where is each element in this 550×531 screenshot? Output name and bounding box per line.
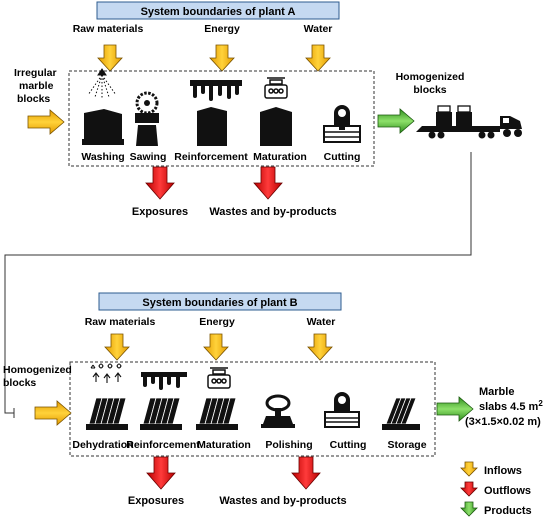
legend-outflows-label: Outflows — [484, 485, 531, 497]
saw-icon — [135, 91, 159, 146]
plant-a-step-cutting: Cutting — [324, 151, 361, 163]
spray-icon — [87, 68, 117, 98]
plant-b-outflow-label-wastes: Wastes and by-products — [219, 495, 346, 507]
plant-a-outflow-label-wastes: Wastes and by-products — [209, 206, 336, 218]
plant-b-outflow-arrow-wastes — [291, 456, 321, 490]
plant-a-output-label-line1: Homogenized — [396, 71, 465, 83]
legend-product-swatch — [460, 501, 478, 517]
reinforcement-slabs-icon — [140, 397, 182, 430]
plant-b-section: System boundaries of plant B Raw materia… — [3, 292, 543, 507]
plant-b-outflow-label-exposures: Exposures — [128, 495, 184, 507]
legend-inflow-swatch — [460, 461, 478, 477]
plant-a-step-sawing: Sawing — [130, 151, 167, 163]
resin-drip-icon — [141, 372, 187, 390]
legend-inflows-label: Inflows — [484, 465, 522, 477]
plant-a-output-label-line2: blocks — [413, 84, 446, 96]
washing-block-icon — [82, 109, 124, 145]
maturation-slabs-icon — [196, 397, 238, 430]
kiln-icon — [264, 77, 288, 99]
plant-b-input-label-line1: Homogenized — [3, 364, 72, 376]
plant-a-title-box — [96, 1, 340, 20]
plant-b-step-storage: Storage — [387, 439, 426, 451]
resin-drip-icon — [190, 80, 242, 101]
plant-a-boundary — [68, 70, 375, 167]
plant-b-output-label-line3: (3×1.5×0.02 m) — [465, 416, 541, 428]
plant-a-outflow-arrow-wastes — [253, 166, 283, 200]
plant-a-outflow-arrow-exposures — [145, 166, 175, 200]
cutting-machine-icon — [323, 105, 361, 143]
plant-b-step-cutting: Cutting — [330, 439, 367, 451]
plant-a-outflow-label-exposures: Exposures — [132, 206, 188, 218]
legend: Inflows Outflows Products — [460, 461, 532, 517]
plant-a-inflow-arrow-energy — [209, 44, 235, 72]
plant-b-step-reinforcement: Reinforcement — [126, 439, 200, 451]
plant-a-inflow-arrow-water — [305, 44, 331, 72]
dehydration-slabs-icon — [86, 397, 128, 430]
plant-b-inflow-label-energy: Energy — [199, 316, 235, 328]
plant-a-inflow-label-raw-materials: Raw materials — [73, 23, 144, 35]
plant-b-inflow-arrow-raw-materials — [104, 333, 130, 361]
plant-a-input-label-line2: marble — [19, 80, 54, 92]
legend-products-label: Products — [484, 505, 532, 517]
plant-b-inflow-label-raw-materials: Raw materials — [85, 316, 156, 328]
connector-a-to-b — [4, 152, 472, 418]
storage-rack-icon — [382, 397, 420, 430]
plant-a-inflow-label-water: Water — [304, 23, 333, 35]
plant-a-input-label-line1: Irregular — [14, 67, 57, 79]
plant-b-title: System boundaries of plant B — [142, 297, 297, 309]
legend-outflow-swatch — [460, 481, 478, 497]
plant-b-step-polishing: Polishing — [265, 439, 312, 451]
plant-b-boundary — [69, 361, 436, 457]
plant-a-inflow-arrow-raw-materials — [97, 44, 123, 72]
plant-b-outflow-arrow-exposures — [146, 456, 176, 490]
maturation-block-icon — [260, 107, 292, 146]
plant-a-output-arrow — [377, 108, 415, 134]
plant-a-section: System boundaries of plant A Raw materia… — [14, 1, 522, 218]
plant-a-inflow-label-energy: Energy — [204, 23, 240, 35]
polishing-machine-icon — [261, 394, 295, 428]
kiln-icon — [207, 367, 231, 389]
plant-b-output-label-line2: slabs 4.5 m2 — [479, 399, 543, 414]
plant-b-input-label-line2: blocks — [3, 377, 36, 389]
plant-b-title-box — [98, 292, 342, 311]
plant-a-input-label-line3: blocks — [17, 93, 50, 105]
plant-b-inflow-arrow-water — [307, 333, 333, 361]
cutting-machine-icon — [324, 392, 360, 428]
plant-a-title: System boundaries of plant A — [141, 6, 296, 18]
plant-a-input-arrow — [27, 109, 65, 135]
plant-b-step-maturation: Maturation — [197, 439, 251, 451]
dehydration-vapor-icon — [90, 363, 122, 383]
plant-b-step-dehydration: Dehydration — [72, 439, 133, 451]
plant-b-input-arrow — [34, 400, 72, 426]
truck-icon — [416, 105, 522, 139]
plant-a-step-washing: Washing — [81, 151, 124, 163]
reinforcement-block-icon — [197, 107, 227, 146]
plant-b-inflow-label-water: Water — [307, 316, 336, 328]
plant-a-step-reinforcement: Reinforcement — [174, 151, 248, 163]
plant-b-output-label-line1: Marble — [479, 386, 514, 398]
plant-b-inflow-arrow-energy — [203, 333, 229, 361]
plant-a-step-maturation: Maturation — [253, 151, 307, 163]
